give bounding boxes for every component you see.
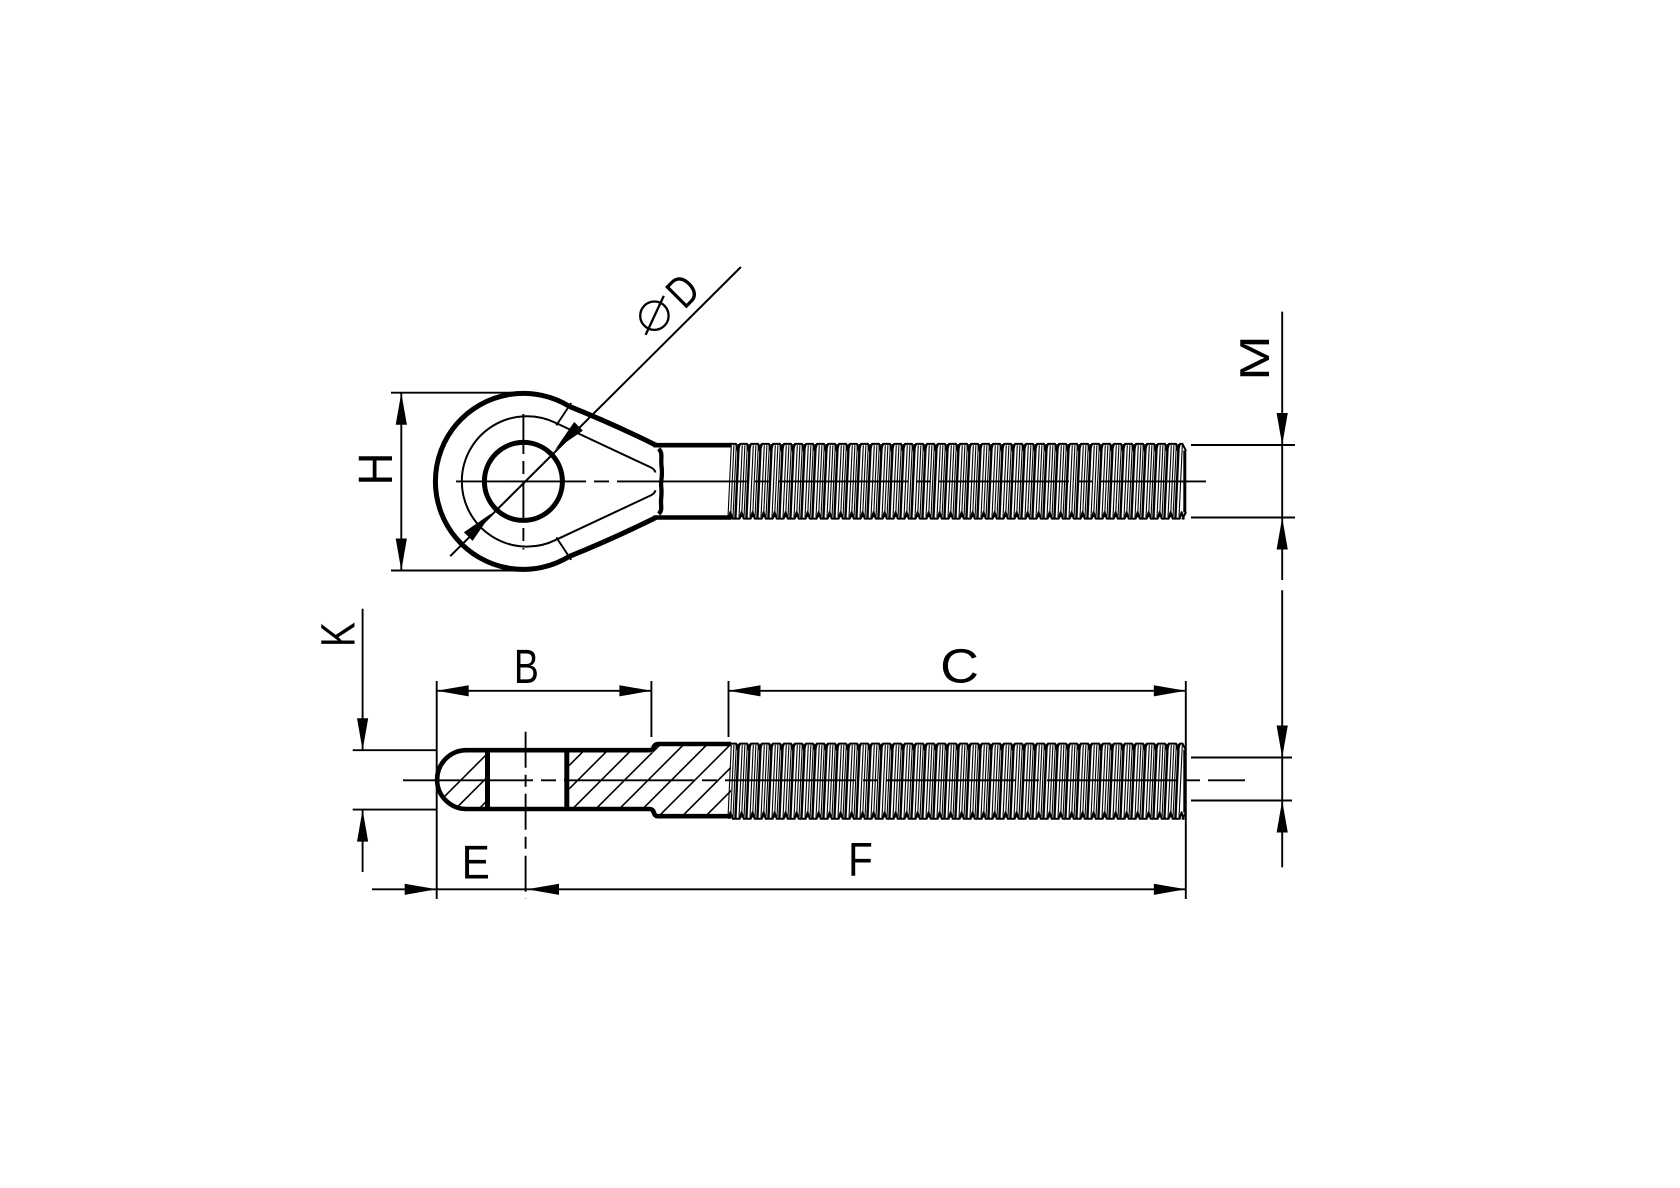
svg-text:E: E xyxy=(462,837,490,889)
svg-text:C: C xyxy=(940,639,979,693)
svg-text:M: M xyxy=(1232,335,1279,380)
svg-text:B: B xyxy=(514,640,539,694)
svg-text:H: H xyxy=(349,453,402,486)
svg-text:F: F xyxy=(848,834,873,887)
svg-text:K: K xyxy=(312,622,366,647)
